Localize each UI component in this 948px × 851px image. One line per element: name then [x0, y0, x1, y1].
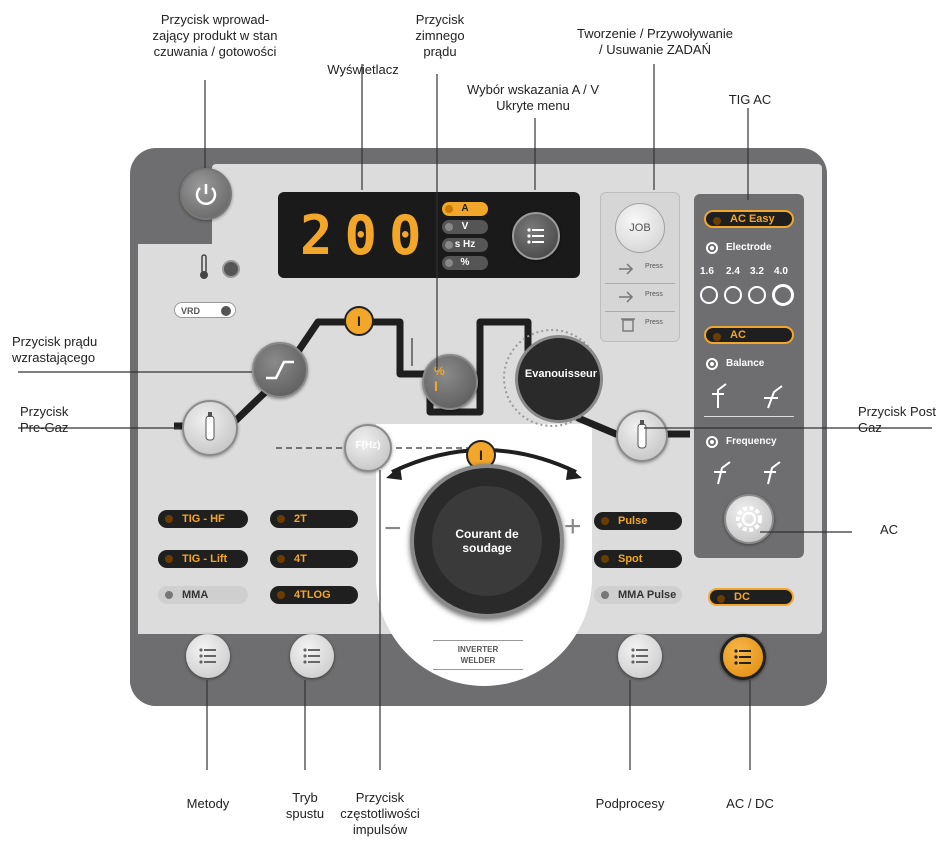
method-mma: MMA: [158, 586, 248, 604]
cold-current-button[interactable]: % I: [422, 354, 478, 410]
unit-seconds-hertz: s Hz: [442, 238, 488, 252]
menu-icon: [303, 648, 320, 664]
callout-display: Wyświetlacz: [327, 62, 399, 77]
upslope-icon: [266, 360, 294, 380]
callout-methods: Metody: [186, 796, 230, 811]
trash-icon: [621, 318, 635, 332]
vrd-indicator: VRD: [174, 302, 236, 318]
display-value: 200: [300, 204, 434, 267]
electrode-led-3: [748, 286, 766, 304]
vrd-led: [221, 306, 231, 316]
callout-acdc: AC / DC: [726, 796, 774, 811]
upslope-button[interactable]: [252, 342, 308, 398]
menu-icon: [631, 648, 648, 664]
plus-sign: +: [564, 510, 582, 543]
thermometer-icon: [200, 254, 208, 279]
power-button[interactable]: [180, 168, 232, 220]
acdc-button[interactable]: [720, 634, 766, 680]
gear-icon: [706, 242, 718, 254]
gas-bottle-icon: [205, 412, 215, 441]
electrode-size-2: 2.4: [726, 266, 740, 277]
electrode-size-1: 1.6: [700, 266, 714, 277]
downslope-knob-label: Evanouisseur: [524, 368, 598, 380]
callout-av-select: Wybór wskazania A / V Ukryte menu: [466, 82, 600, 113]
gear-icon: [736, 506, 762, 532]
callout-power: Przycisk wprowad- zający produkt w stan …: [152, 12, 278, 59]
trigger-2t: 2T: [270, 510, 358, 528]
vrd-label: VRD: [181, 306, 201, 316]
callout-postgas: Przycisk Post Gaz: [858, 404, 937, 435]
menu-icon: [199, 648, 216, 664]
menu-icon: [734, 649, 751, 665]
trigger-4tlog: 4TLOG: [270, 586, 358, 604]
callout-trigger: Tryb spustu: [285, 790, 325, 821]
postgas-button[interactable]: [616, 410, 668, 462]
press-long: Press: [645, 291, 663, 298]
callout-pregas: Przycisk Pre-Gaz: [20, 404, 69, 435]
unit-volts: V: [442, 220, 488, 234]
thermal-led: [222, 260, 240, 278]
methods-button[interactable]: [186, 634, 230, 678]
inverter-welder-logo: INVERTER WELDER: [433, 640, 523, 670]
electrode-size-3: 3.2: [750, 266, 764, 277]
electrode-size-4: 4.0: [774, 266, 788, 277]
callout-ac: AC: [880, 522, 899, 537]
method-tig-hf: TIG - HF: [158, 510, 248, 528]
menu-icon: [527, 228, 544, 244]
gas-bottle-icon: [637, 420, 647, 449]
subprocess-mma-pulse: MMA Pulse: [594, 586, 682, 604]
cold-current-symbol: %: [434, 364, 445, 378]
callout-jobs: Tworzenie / Przywoływanie / Usuwanie ZAD…: [576, 26, 734, 57]
job-save-icon: [619, 291, 634, 303]
unit-amps: A: [442, 202, 488, 216]
gear-icon: [706, 436, 718, 448]
welder-panel: VRD 200 A V s Hz % JOB Press Press Press…: [130, 148, 827, 706]
balance-label: Balance: [726, 358, 765, 369]
welding-current-label: Courant de soudage: [432, 486, 542, 596]
electrode-led-4: [772, 284, 794, 306]
welding-current-knob[interactable]: Courant de soudage: [410, 464, 564, 618]
gear-icon: [706, 358, 718, 370]
subprocess-button[interactable]: [618, 634, 662, 678]
display: 200 A V s Hz %: [278, 192, 580, 278]
callout-pulse-frequency: Przycisk częstotliwości impulsów: [340, 790, 420, 837]
cold-current-i: I: [434, 378, 438, 394]
job-recall-icon: [619, 263, 634, 275]
main-current-badge: I: [344, 306, 374, 336]
pulse-frequency-button[interactable]: F(Hz): [344, 424, 392, 472]
callout-subprocess: Podprocesy: [595, 796, 665, 811]
method-tig-lift: TIG - Lift: [158, 550, 248, 568]
downslope-knob[interactable]: Evanouisseur: [515, 335, 603, 423]
callout-tig-ac: TIG AC: [728, 92, 772, 107]
callout-upslope: Przycisk prądu wzrastającego: [12, 334, 98, 365]
unit-percent: %: [442, 256, 488, 270]
press-short: Press: [645, 263, 663, 270]
dc-indicator: DC: [708, 588, 794, 606]
pulse-frequency-label: F(Hz): [355, 440, 381, 451]
frequency-torch-icons: [714, 461, 781, 485]
display-menu-button[interactable]: [512, 212, 560, 260]
subprocess-pulse: Pulse: [594, 512, 682, 530]
power-icon: [195, 184, 217, 205]
job-box: JOB Press Press Press: [600, 192, 680, 342]
balance-torch-icons: [712, 383, 783, 409]
trigger-mode-button[interactable]: [290, 634, 334, 678]
trigger-4t: 4T: [270, 550, 358, 568]
frequency-label: Frequency: [726, 436, 777, 447]
minus-sign: −: [384, 512, 402, 545]
callout-cold-current: Przycisk zimnego prądu: [415, 12, 465, 59]
ac-settings-panel: AC Easy Electrode 1.6 2.4 3.2 4.0 AC Bal…: [694, 194, 804, 558]
ac-settings-button[interactable]: [724, 494, 774, 544]
electrode-led-2: [724, 286, 742, 304]
electrode-led-1: [700, 286, 718, 304]
press-triple: Press: [645, 319, 663, 326]
pregas-button[interactable]: [182, 400, 238, 456]
ac-mode-indicator: AC: [704, 326, 794, 344]
job-button[interactable]: JOB: [615, 203, 665, 253]
ac-easy-indicator: AC Easy: [704, 210, 794, 228]
electrode-label: Electrode: [726, 242, 772, 253]
subprocess-spot: Spot: [594, 550, 682, 568]
